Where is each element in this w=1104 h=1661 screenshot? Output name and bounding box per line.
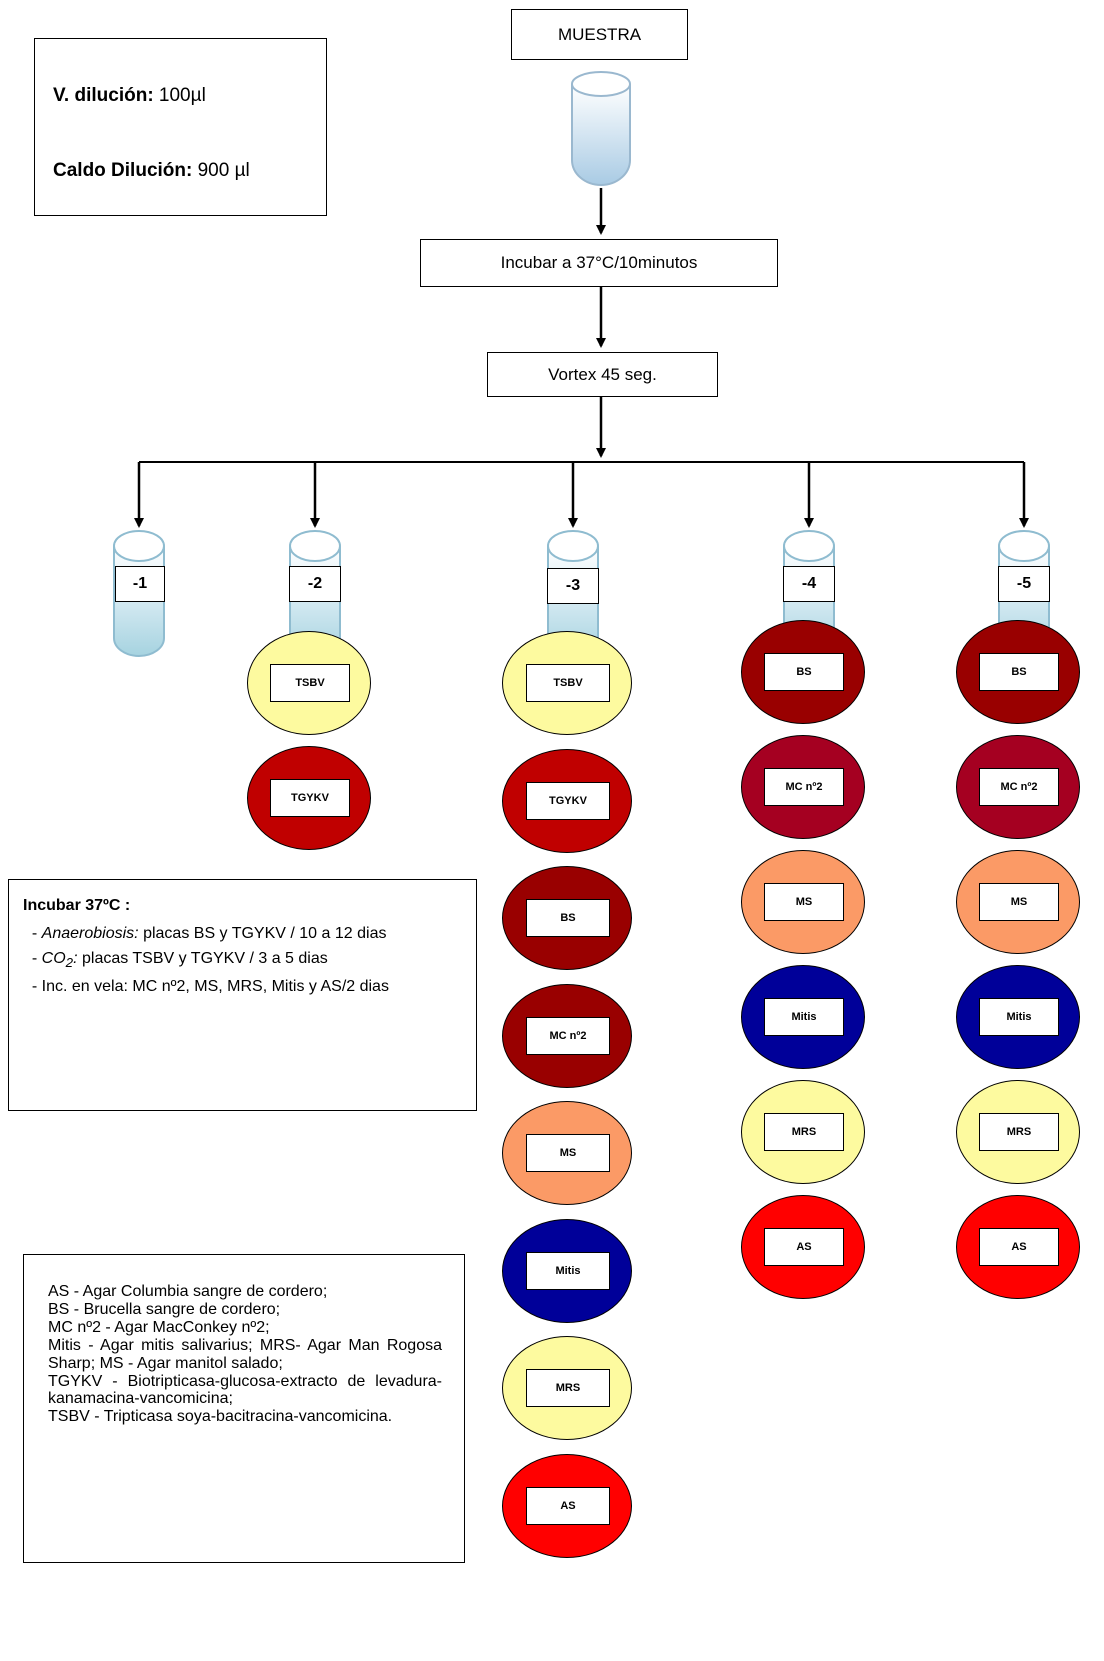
- plate-label: MRS: [764, 1113, 844, 1151]
- plate-label: AS: [526, 1486, 610, 1525]
- note-co2-text: placas TSBV y TGYKV / 3 a 5 dias: [77, 950, 328, 968]
- plate-as: AS: [956, 1195, 1080, 1299]
- plate-label: MS: [979, 883, 1059, 921]
- plate-ms: MS: [502, 1101, 632, 1205]
- note-candle: - Inc. en vela: MC nº2, MS, MRS, Mitis y…: [23, 977, 462, 997]
- incubation-notes-title: Incubar 37ºC :: [23, 897, 131, 914]
- plate-label: MS: [764, 883, 844, 921]
- plate-ms: MS: [956, 850, 1080, 954]
- plate-as: AS: [502, 1453, 632, 1558]
- plate-label: MRS: [979, 1113, 1059, 1151]
- caldo-dilucion-row: Caldo Dilución: 900 µl: [53, 160, 250, 182]
- plate-tsbv: TSBV: [502, 631, 632, 735]
- sample-tube-icon: [571, 71, 631, 186]
- note-anaerobiosis-text: placas BS y TGYKV / 10 a 12 dias: [138, 924, 387, 942]
- plate-label: MC nº2: [979, 768, 1059, 806]
- media-legend-box: AS - Agar Columbia sangre de cordero; BS…: [23, 1254, 465, 1563]
- plate-label: BS: [764, 653, 844, 691]
- v-dilucion-label: V. dilución:: [53, 85, 154, 106]
- plate-label: MS: [526, 1134, 610, 1172]
- dilution-tube-1: -1: [111, 528, 167, 663]
- tube-label: -5: [998, 566, 1050, 602]
- plate-tgykv: TGYKV: [502, 748, 632, 853]
- plate-label: MRS: [526, 1369, 610, 1407]
- plate-bs: BS: [956, 620, 1080, 724]
- plate-mitis: Mitis: [741, 965, 865, 1069]
- plate-label: Mitis: [526, 1251, 610, 1290]
- tube-label: -3: [547, 568, 599, 604]
- note-co2-colon: :: [73, 950, 78, 968]
- v-dilucion-value: 100µl: [153, 85, 206, 106]
- note-co2: - CO2: placas TSBV y TGYKV / 3 a 5 dias: [23, 950, 328, 971]
- plate-mitis: Mitis: [502, 1218, 632, 1323]
- plate-mc-n-2: MC nº2: [741, 735, 865, 839]
- plate-mitis: Mitis: [956, 965, 1080, 1069]
- plate-label: MC nº2: [764, 768, 844, 806]
- plate-label: AS: [764, 1228, 844, 1266]
- plate-label: Mitis: [979, 998, 1059, 1036]
- plate-label: MC nº2: [526, 1016, 610, 1055]
- plate-label: TGYKV: [526, 781, 610, 820]
- plate-label: AS: [979, 1228, 1059, 1266]
- sample-box: MUESTRA: [511, 9, 688, 60]
- plate-ms: MS: [741, 850, 865, 954]
- note-candle-text: - Inc. en vela: MC nº2, MS, MRS, Mitis y…: [31, 978, 389, 996]
- tube-label: -1: [115, 566, 165, 602]
- dilution-tube-3: -3: [545, 528, 601, 663]
- tube-label: -2: [289, 566, 341, 602]
- incubate-step-box: Incubar a 37°C/10minutos: [420, 239, 778, 287]
- legend-tgykv: TGYKV - Biotripticasa-glucosa-extracto d…: [48, 1372, 442, 1408]
- plate-label: TSBV: [526, 664, 610, 702]
- legend-as: AS - Agar Columbia sangre de cordero;: [48, 1283, 328, 1300]
- note-co2-term: CO2:: [41, 950, 78, 971]
- plate-bs: BS: [741, 620, 865, 724]
- legend-mc: MC nº2 - Agar MacConkey nº2;: [48, 1318, 270, 1336]
- note-anaerobiosis: - Anaerobiosis: placas BS y TGYKV / 10 a…: [23, 924, 387, 942]
- caldo-dilucion-value: 900 µl: [192, 160, 250, 181]
- plate-mc-n-2: MC nº2: [956, 735, 1080, 839]
- legend-mitis-mrs-ms: Mitis - Agar mitis salivarius; MRS- Agar…: [48, 1336, 442, 1372]
- note-anaerobiosis-term: Anaerobiosis:: [41, 924, 139, 942]
- plate-label: Mitis: [764, 998, 844, 1036]
- incubation-notes-box: Incubar 37ºC : - Anaerobiosis: placas BS…: [8, 879, 477, 1111]
- caldo-dilucion-label: Caldo Dilución:: [53, 160, 193, 181]
- dilution-parameters-box: V. dilución: 100µl Caldo Dilución: 900 µ…: [34, 38, 327, 216]
- note-co2-subscript: 2: [65, 955, 74, 971]
- plate-mc-n-2: MC nº2: [502, 983, 632, 1088]
- plate-bs: BS: [502, 866, 632, 970]
- plate-label: TSBV: [270, 664, 350, 702]
- legend-tsbv: TSBV - Tripticasa soya-bacitracina-vanco…: [48, 1408, 393, 1426]
- plate-label: BS: [526, 899, 610, 937]
- plate-mrs: MRS: [956, 1080, 1080, 1184]
- plate-mrs: MRS: [741, 1080, 865, 1184]
- plate-as: AS: [741, 1195, 865, 1299]
- plate-mrs: MRS: [502, 1336, 632, 1440]
- plate-label: TGYKV: [270, 779, 350, 817]
- note-co2-term-main: CO: [41, 950, 66, 968]
- plate-label: BS: [979, 653, 1059, 691]
- tube-label: -4: [783, 566, 835, 602]
- plate-tgykv: TGYKV: [247, 746, 371, 850]
- plate-tsbv: TSBV: [247, 631, 371, 735]
- legend-bs: BS - Brucella sangre de cordero;: [48, 1300, 281, 1318]
- v-dilucion-row: V. dilución: 100µl: [53, 85, 206, 107]
- vortex-step-box: Vortex 45 seg.: [487, 352, 718, 397]
